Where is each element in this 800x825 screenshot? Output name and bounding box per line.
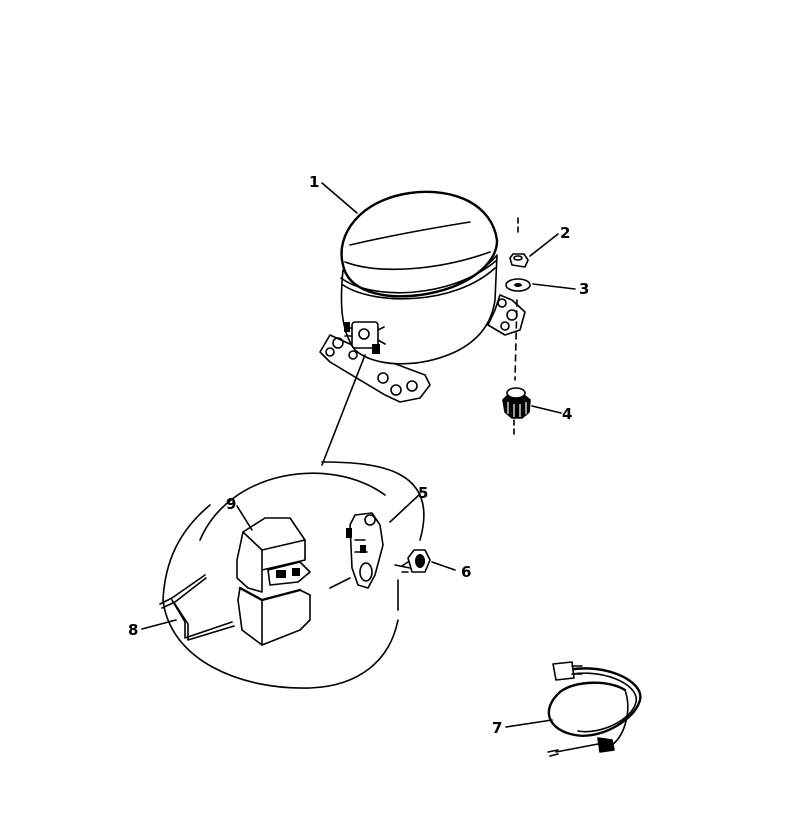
callout-4: 4 [562, 405, 572, 423]
power-cord-part-7 [547, 661, 642, 757]
nut-part-2 [509, 253, 529, 268]
leader-lines [141, 182, 576, 728]
washer-part-3 [505, 278, 531, 292]
clip-part-8 [159, 574, 235, 641]
callout-9: 9 [226, 495, 236, 513]
callout-labels: 1 2 3 4 5 6 7 8 9 [128, 173, 589, 737]
mount-hardware [502, 217, 531, 439]
compressor [319, 190, 526, 403]
callout-5: 5 [418, 484, 428, 502]
callout-6: 6 [461, 563, 471, 581]
callout-1: 1 [309, 173, 319, 191]
overload-part-5 [329, 512, 384, 589]
relay-cover-part-9 [236, 517, 311, 646]
grommet-part-4 [502, 387, 531, 419]
cap-part-6 [394, 549, 431, 573]
callout-7: 7 [492, 719, 502, 737]
detail-inset [159, 354, 431, 689]
callout-3: 3 [579, 280, 589, 298]
callout-8: 8 [128, 621, 138, 639]
callout-2: 2 [560, 224, 570, 242]
